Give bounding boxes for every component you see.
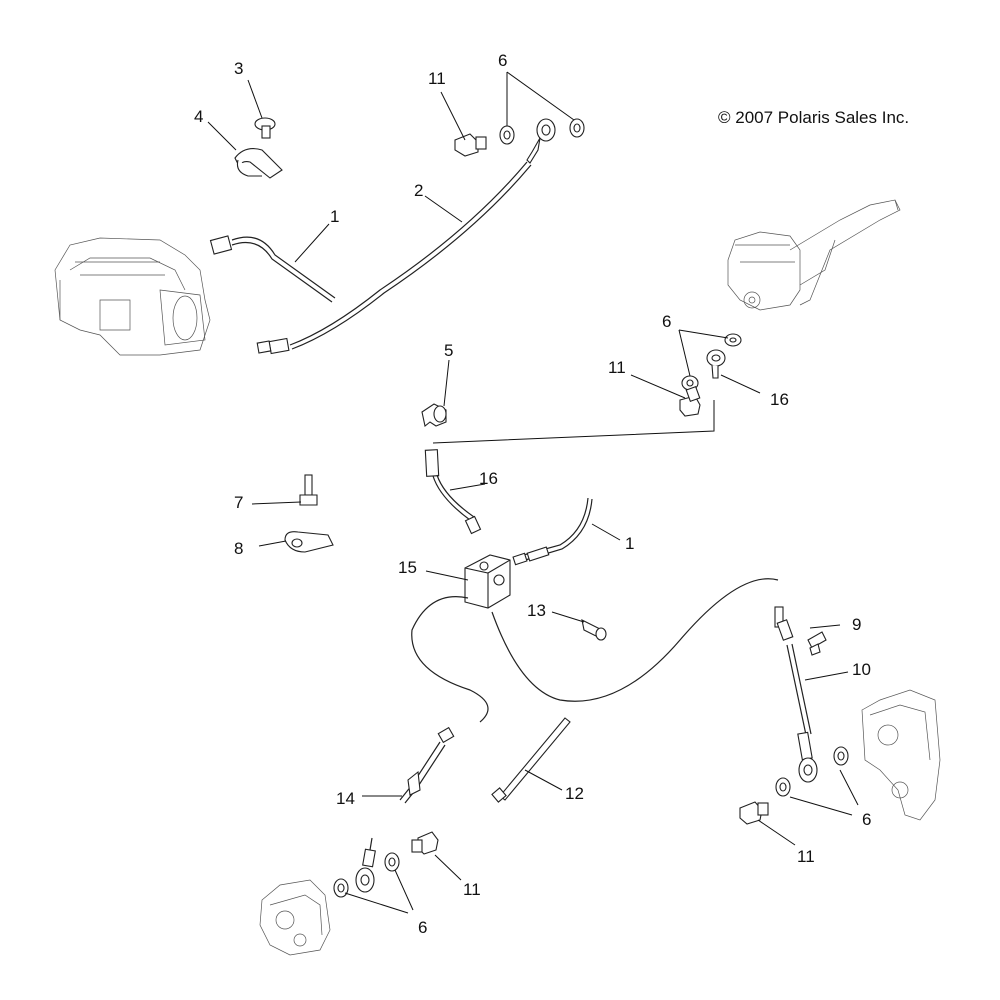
callout-6: 6 xyxy=(498,51,507,70)
banjo-fitting-top xyxy=(526,118,556,164)
callout-16: 16 xyxy=(479,469,498,488)
callout-11: 11 xyxy=(797,847,815,866)
callout-1: 1 xyxy=(625,534,634,553)
callout-16: 16 xyxy=(770,390,789,409)
callout-9: 9 xyxy=(852,615,861,634)
part-10-hose xyxy=(774,606,818,783)
callout-14: 14 xyxy=(336,789,355,808)
callout-11: 11 xyxy=(463,880,481,899)
part-14-hose xyxy=(399,726,455,804)
banjo-fitting-bottom xyxy=(355,837,376,893)
rear-caliper xyxy=(54,237,211,356)
callout-11: 11 xyxy=(428,69,446,88)
part-11-bolt-mid xyxy=(679,385,701,417)
callout-6: 6 xyxy=(662,312,671,331)
master-cylinder xyxy=(727,199,901,311)
callout-13: 13 xyxy=(527,601,546,620)
part-3-screw xyxy=(254,117,276,139)
callouts: 3 4 11 6 2 1 6 11 16 5 16 7 1 8 15 13 9 … xyxy=(194,51,871,937)
callout-12: 12 xyxy=(565,784,584,803)
callout-3: 3 xyxy=(234,59,243,78)
front-caliper-left xyxy=(259,879,331,956)
callout-6: 6 xyxy=(418,918,427,937)
part-4-clamp xyxy=(234,148,283,179)
part-16-hose xyxy=(424,449,482,535)
hose-right-loop xyxy=(491,578,779,702)
part-6-washers-top xyxy=(499,118,585,145)
brake-line-1-rear xyxy=(209,235,336,303)
callout-6: 6 xyxy=(862,810,871,829)
hose-left-loop xyxy=(411,596,489,723)
callout-11: 11 xyxy=(608,358,626,377)
hose-2-end-fitting xyxy=(256,337,290,355)
part-11-bolt-bottom xyxy=(411,831,439,855)
brake-line-1-front xyxy=(512,497,593,566)
part-8-clip xyxy=(284,531,334,553)
part-16-banjo-upper xyxy=(706,349,726,379)
part-11-bolt-right xyxy=(739,801,769,825)
callout-5: 5 xyxy=(444,341,453,360)
callout-10: 10 xyxy=(852,660,871,679)
part-9-bleeder xyxy=(807,631,827,656)
part-15-junction-block xyxy=(464,554,511,609)
copyright-text: © 2007 Polaris Sales Inc. xyxy=(718,108,909,127)
callout-2: 2 xyxy=(414,181,423,200)
part-5-elbow xyxy=(421,403,447,427)
part-6-washers-bottom xyxy=(333,852,400,898)
callout-15: 15 xyxy=(398,558,417,577)
part-13-fitting xyxy=(581,619,607,641)
part-6-washers-right xyxy=(775,746,849,797)
leader-lines xyxy=(207,71,859,914)
callout-4: 4 xyxy=(194,107,203,126)
hose-2 xyxy=(289,161,528,346)
part-11-bolt-top xyxy=(454,133,487,157)
callout-1: 1 xyxy=(330,207,339,226)
callout-7: 7 xyxy=(234,493,243,512)
front-caliper-right xyxy=(861,689,941,821)
callout-8: 8 xyxy=(234,539,243,558)
part-7-stud xyxy=(299,474,318,506)
part-12-cable-tie xyxy=(491,717,571,803)
part-6-washers-mid xyxy=(681,333,742,391)
